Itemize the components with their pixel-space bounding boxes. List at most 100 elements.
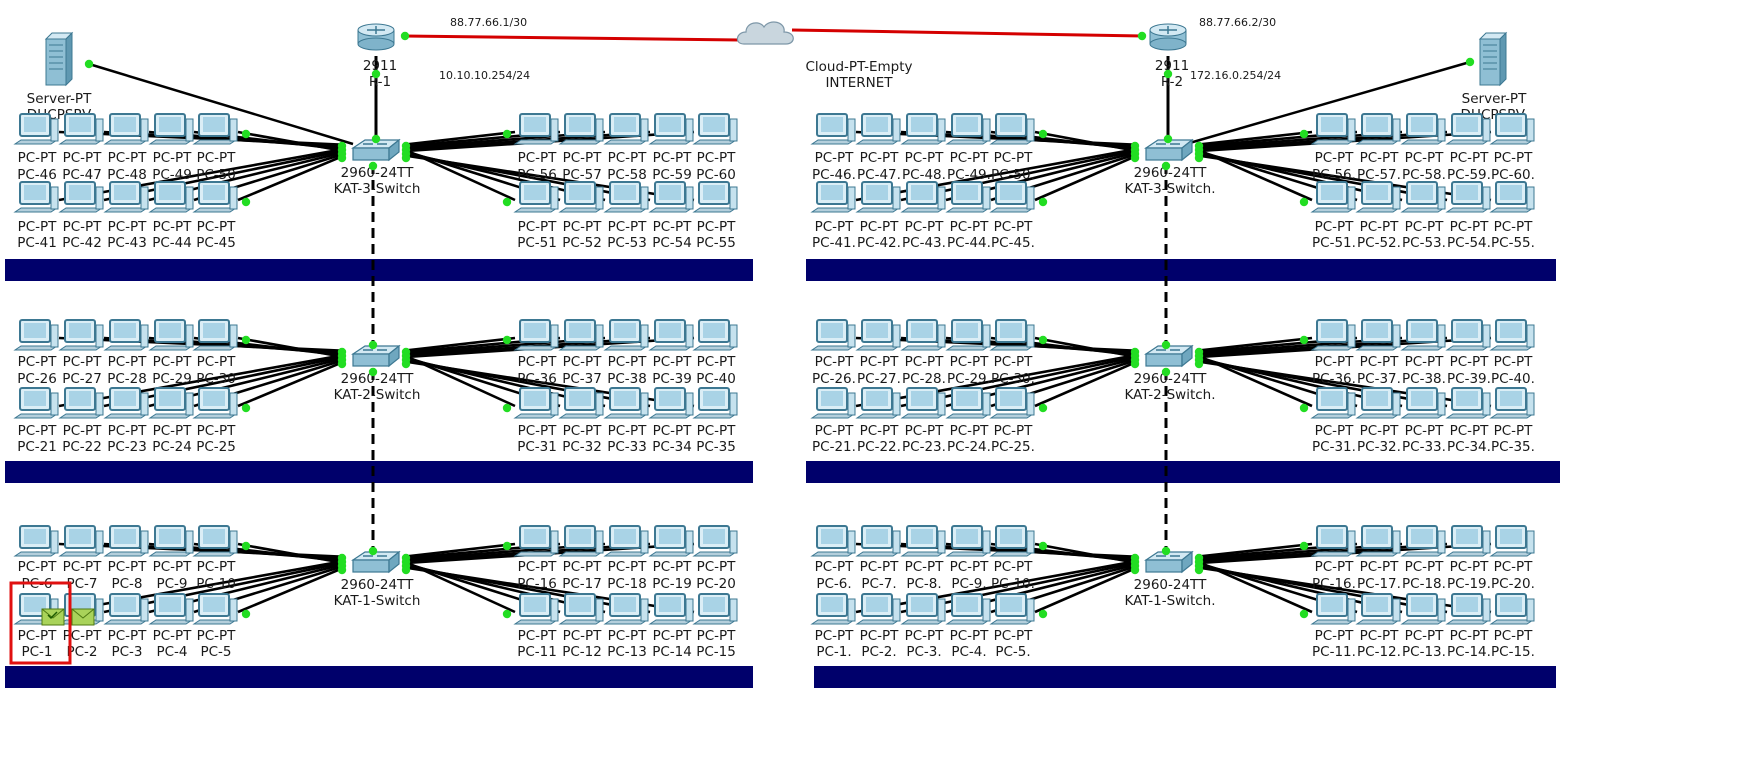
pc-link[interactable] — [237, 336, 346, 359]
router-R-2[interactable] — [1149, 23, 1187, 51]
pc-PC-59.[interactable] — [1445, 113, 1491, 145]
pc-PC-28.[interactable] — [900, 319, 946, 351]
pc-PC-15[interactable] — [692, 593, 738, 625]
pc-PC-11[interactable] — [513, 593, 559, 625]
pc-PC-39[interactable] — [648, 319, 694, 351]
cloud-internet[interactable] — [736, 21, 794, 45]
pc-PC-58.[interactable] — [1400, 113, 1446, 145]
pc-PC-22.[interactable] — [855, 387, 901, 419]
pc-PC-19.[interactable] — [1445, 525, 1491, 557]
pc-PC-57.[interactable] — [1355, 113, 1401, 145]
pc-link[interactable] — [855, 147, 1139, 202]
pc-PC-54.[interactable] — [1445, 181, 1491, 213]
pc-PC-41.[interactable] — [810, 181, 856, 213]
pc-link[interactable] — [402, 336, 516, 353]
pc-PC-2.[interactable] — [855, 593, 901, 625]
pc-PC-1.[interactable] — [810, 593, 856, 625]
pc-PC-47.[interactable] — [855, 113, 901, 145]
pc-PC-34[interactable] — [648, 387, 694, 419]
pc-PC-14.[interactable] — [1445, 593, 1491, 625]
pc-link[interactable] — [1034, 336, 1139, 359]
pc-PC-54[interactable] — [648, 181, 694, 213]
pc-PC-30.[interactable] — [989, 319, 1035, 351]
server-link[interactable] — [1185, 60, 1471, 146]
pc-link[interactable] — [1034, 566, 1139, 614]
pc-PC-20.[interactable] — [1489, 525, 1535, 557]
pc-PC-43.[interactable] — [900, 181, 946, 213]
pc-PC-6.[interactable] — [810, 525, 856, 557]
pc-PC-13.[interactable] — [1400, 593, 1446, 625]
pc-PC-46.[interactable] — [810, 113, 856, 145]
pc-PC-35.[interactable] — [1489, 387, 1535, 419]
pc-link[interactable] — [402, 542, 516, 559]
pc-link[interactable] — [58, 147, 346, 202]
pc-PC-29.[interactable] — [945, 319, 991, 351]
pc-PC-7.[interactable] — [855, 525, 901, 557]
pc-PC-5.[interactable] — [989, 593, 1035, 625]
pc-PC-48.[interactable] — [900, 113, 946, 145]
pc-link[interactable] — [402, 130, 516, 147]
pc-PC-36.[interactable] — [1310, 319, 1356, 351]
pc-PC-3[interactable] — [103, 593, 149, 625]
pc-link[interactable] — [58, 559, 346, 614]
wan-link-r2[interactable] — [791, 28, 1144, 38]
pc-link[interactable] — [237, 360, 346, 408]
pc-PC-30[interactable] — [192, 319, 238, 351]
pc-link[interactable] — [237, 154, 346, 202]
pc-PC-48[interactable] — [103, 113, 149, 145]
pc-PC-49.[interactable] — [945, 113, 991, 145]
pc-PC-60.[interactable] — [1489, 113, 1535, 145]
pc-PC-21[interactable] — [13, 387, 59, 419]
pc-PC-41[interactable] — [13, 181, 59, 213]
pc-PC-18.[interactable] — [1400, 525, 1446, 557]
pc-PC-52[interactable] — [558, 181, 604, 213]
server-DHCPSRV.[interactable] — [1478, 31, 1508, 87]
pc-PC-59[interactable] — [648, 113, 694, 145]
pc-PC-45[interactable] — [192, 181, 238, 213]
pc-PC-10.[interactable] — [989, 525, 1035, 557]
pc-PC-37[interactable] — [558, 319, 604, 351]
pc-PC-17[interactable] — [558, 525, 604, 557]
pc-PC-39.[interactable] — [1445, 319, 1491, 351]
pc-link[interactable] — [1195, 130, 1313, 147]
pc-PC-53.[interactable] — [1400, 181, 1446, 213]
pc-PC-29[interactable] — [148, 319, 194, 351]
pc-PC-8.[interactable] — [900, 525, 946, 557]
server-link[interactable] — [88, 62, 354, 146]
pc-PC-19[interactable] — [648, 525, 694, 557]
pc-PC-60[interactable] — [692, 113, 738, 145]
pc-PC-14[interactable] — [648, 593, 694, 625]
pc-link[interactable] — [237, 566, 346, 614]
pc-PC-57[interactable] — [558, 113, 604, 145]
pc-PC-11.[interactable] — [1310, 593, 1356, 625]
pc-PC-56[interactable] — [513, 113, 559, 145]
pc-PC-23[interactable] — [103, 387, 149, 419]
pc-PC-26.[interactable] — [810, 319, 856, 351]
pc-PC-24.[interactable] — [945, 387, 991, 419]
pc-PC-51[interactable] — [513, 181, 559, 213]
pc-PC-9.[interactable] — [945, 525, 991, 557]
pc-PC-53[interactable] — [603, 181, 649, 213]
pc-PC-52.[interactable] — [1355, 181, 1401, 213]
pc-PC-55.[interactable] — [1489, 181, 1535, 213]
pc-PC-36[interactable] — [513, 319, 559, 351]
pc-PC-10[interactable] — [192, 525, 238, 557]
pc-link[interactable] — [855, 559, 1139, 614]
pc-PC-37.[interactable] — [1355, 319, 1401, 351]
pc-PC-24[interactable] — [148, 387, 194, 419]
pc-PC-15.[interactable] — [1489, 593, 1535, 625]
pc-PC-16[interactable] — [513, 525, 559, 557]
pc-PC-31.[interactable] — [1310, 387, 1356, 419]
pc-PC-3.[interactable] — [900, 593, 946, 625]
pc-PC-17.[interactable] — [1355, 525, 1401, 557]
pc-PC-12.[interactable] — [1355, 593, 1401, 625]
pc-PC-45.[interactable] — [989, 181, 1035, 213]
pc-PC-51.[interactable] — [1310, 181, 1356, 213]
pc-PC-16.[interactable] — [1310, 525, 1356, 557]
pc-PC-6[interactable] — [13, 525, 59, 557]
pc-PC-18[interactable] — [603, 525, 649, 557]
switch-KAT-1-Switch.[interactable] — [1144, 550, 1194, 574]
pc-PC-32.[interactable] — [1355, 387, 1401, 419]
pc-link[interactable] — [1034, 130, 1139, 153]
